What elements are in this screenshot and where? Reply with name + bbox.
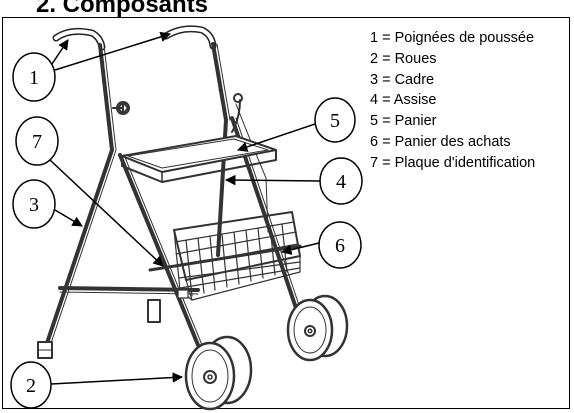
rear-left-wheel bbox=[184, 335, 253, 411]
callout-1: 1 bbox=[12, 31, 172, 102]
legend-item: 2 = Roues bbox=[370, 50, 437, 67]
svg-text:6: 6 bbox=[335, 235, 345, 257]
svg-text:1: 1 bbox=[29, 67, 39, 89]
legend-item: 6 = Panier des achats bbox=[370, 133, 511, 150]
callout-7: 7 bbox=[15, 116, 164, 267]
callout-4: 4 bbox=[224, 157, 363, 205]
handle-left bbox=[52, 27, 106, 51]
callout-3: 3 bbox=[12, 179, 83, 229]
component-legend: 1 = Poignées de poussée 2 = Roues 3 = Ca… bbox=[370, 28, 565, 174]
svg-text:2: 2 bbox=[26, 375, 36, 397]
handle-right bbox=[162, 25, 217, 50]
front-left-caster bbox=[37, 341, 53, 359]
figure-frame bbox=[2, 17, 570, 409]
rollator-illustration bbox=[37, 25, 349, 411]
legend-item: 5 = Panier bbox=[370, 113, 437, 130]
callout-5: 5 bbox=[237, 97, 356, 152]
svg-text:7: 7 bbox=[32, 131, 42, 153]
legend-item: 7 = Plaque d'identification bbox=[370, 154, 536, 171]
middle-caster bbox=[147, 299, 161, 323]
legend-item: 1 = Poignées de poussée bbox=[370, 30, 535, 46]
legend-item: 4 = Assise bbox=[370, 92, 437, 109]
svg-text:5: 5 bbox=[330, 110, 340, 132]
svg-text:4: 4 bbox=[336, 171, 346, 193]
callout-2: 2 bbox=[10, 361, 184, 409]
callout-6: 6 bbox=[280, 221, 362, 269]
rear-right-wheel bbox=[286, 294, 349, 362]
section-title: 2. Composants bbox=[36, 0, 209, 18]
legend-item: 3 = Cadre bbox=[370, 71, 435, 88]
svg-text:3: 3 bbox=[29, 194, 39, 216]
